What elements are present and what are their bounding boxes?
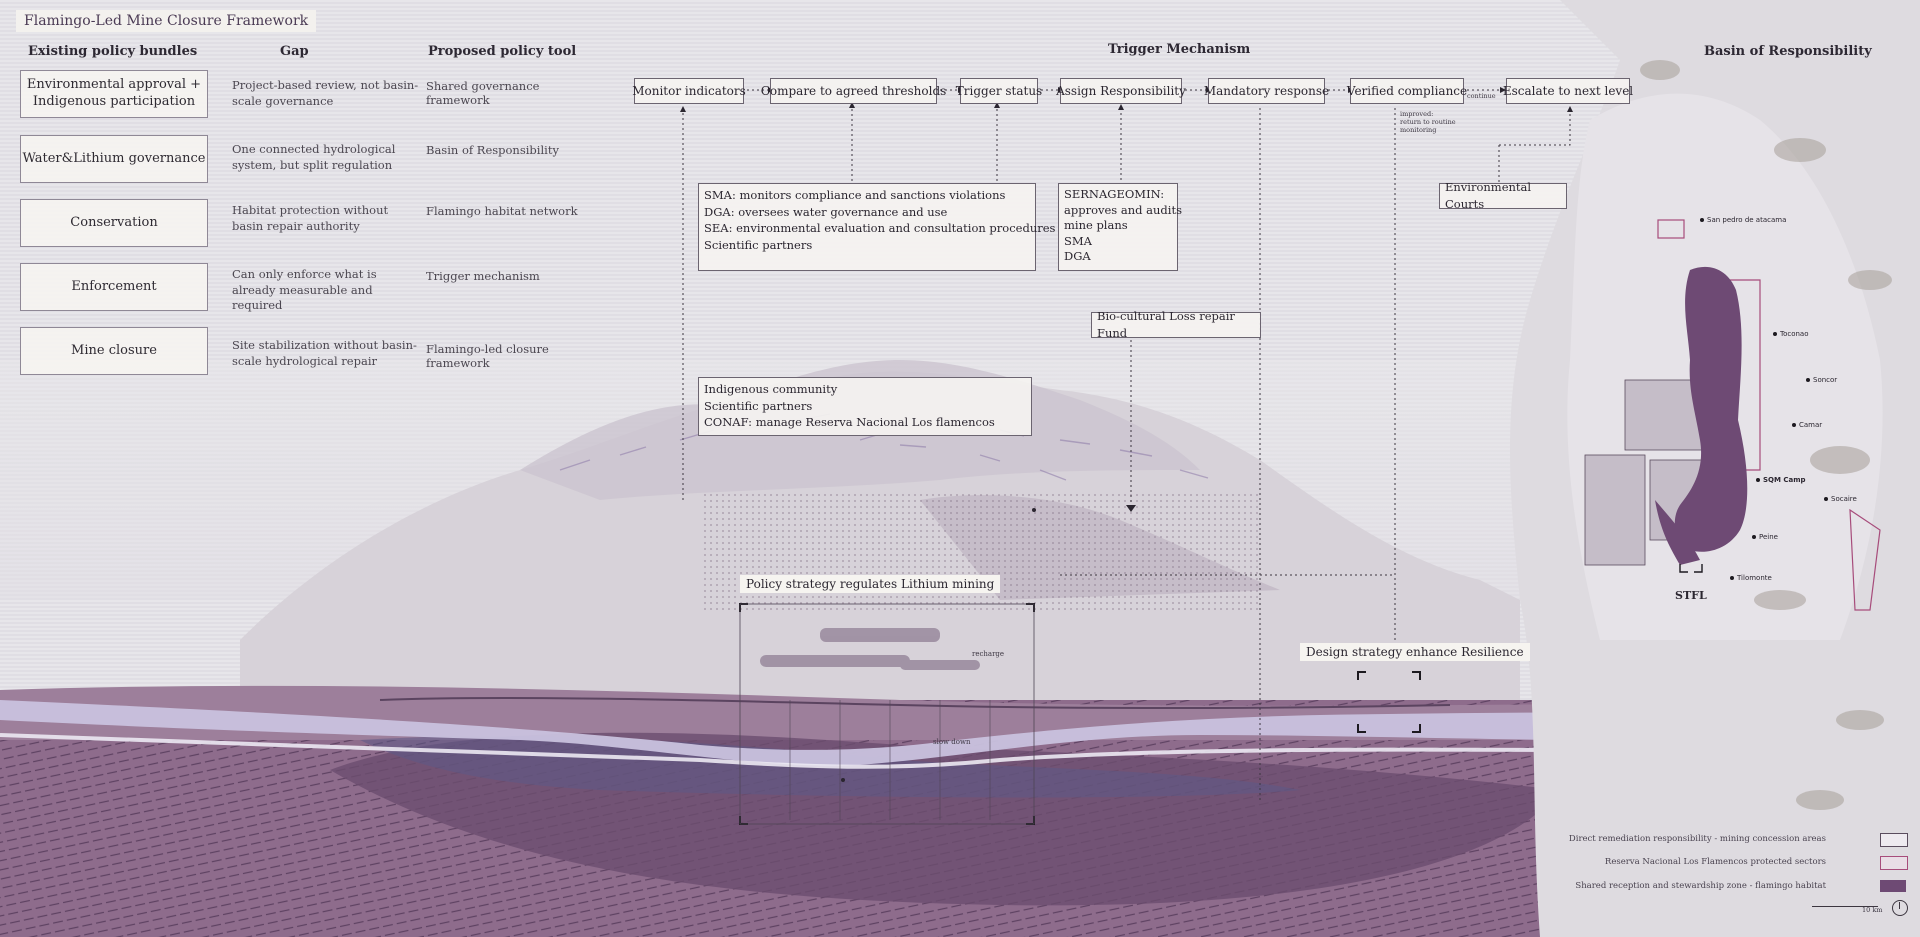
step-assign-responsibility: Assign Responsibility bbox=[1056, 78, 1186, 104]
town-dot-icon bbox=[1730, 576, 1734, 580]
town-dot-icon bbox=[1700, 218, 1704, 222]
courts-box: Environmental Courts bbox=[1439, 180, 1567, 211]
gap-enforcement: Can only enforce what is already measura… bbox=[232, 267, 377, 313]
header-gap: Gap bbox=[280, 44, 309, 59]
town-tilomonte: Tilomonte bbox=[1730, 574, 1772, 582]
slow-down-note: slow down bbox=[933, 738, 971, 746]
legend-reserve: Reserva Nacional Los Flamencos protected… bbox=[1604, 857, 1826, 867]
sernageomin-line: approves and audits bbox=[1064, 202, 1182, 217]
tool-conservation: Flamingo habitat network bbox=[426, 204, 578, 218]
sernageomin-line: DGA bbox=[1064, 249, 1091, 264]
town-soncor: Soncor bbox=[1806, 376, 1837, 384]
community-line: CONAF: manage Reserva Nacional Los flame… bbox=[704, 415, 995, 430]
town-dot-icon bbox=[1792, 423, 1796, 427]
town-dot-icon bbox=[1756, 478, 1760, 482]
bundle-water-lithium: Water&Lithium governance bbox=[20, 135, 208, 183]
community-line: Indigenous community bbox=[704, 382, 838, 396]
sernageomin-box: SERNAGEOMIN: approves and audits mine pl… bbox=[1058, 183, 1182, 271]
town-toconao: Toconao bbox=[1773, 330, 1809, 338]
header-proposed-tool: Proposed policy tool bbox=[428, 44, 577, 59]
header-trigger-mechanism: Trigger Mechanism bbox=[1108, 42, 1251, 57]
step-mandatory-response: Mandatory response bbox=[1204, 78, 1329, 104]
gap-environmental-approval: Project-based review, not basin-scale go… bbox=[232, 78, 419, 108]
town-dot-icon bbox=[1806, 378, 1810, 382]
agency-line: DGA: oversees water governance and use bbox=[704, 204, 948, 219]
town-socaire: Socaire bbox=[1824, 495, 1857, 503]
community-line: Scientific partners bbox=[704, 398, 813, 413]
tool-water-lithium: Basin of Responsibility bbox=[426, 143, 559, 157]
bundle-mine-closure: Mine closure bbox=[20, 327, 208, 375]
gap-water-lithium: One connected hydrological system, but s… bbox=[232, 142, 396, 172]
north-arrow-icon bbox=[1892, 900, 1908, 916]
legend-habitat: Shared reception and stewardship zone - … bbox=[1575, 881, 1826, 891]
header-existing-bundles: Existing policy bundles bbox=[28, 44, 198, 59]
gap-mine-closure: Site stabilization without basin-scale h… bbox=[232, 338, 417, 368]
bundle-conservation: Conservation bbox=[20, 199, 208, 247]
town-sqm-camp: SQM Camp bbox=[1756, 476, 1806, 484]
sernageomin-line: SMA bbox=[1064, 233, 1092, 248]
legend-reserve-swatch bbox=[1880, 856, 1908, 870]
legend-habitat-swatch bbox=[1880, 880, 1906, 892]
town-san-pedro: San pedro de atacama bbox=[1700, 216, 1786, 224]
scale-label: 10 km bbox=[1862, 906, 1883, 914]
policy-strategy-label: Policy strategy regulates Lithium mining bbox=[740, 575, 1001, 593]
agency-line: SEA: environmental evaluation and consul… bbox=[704, 221, 1056, 236]
town-dot-icon bbox=[1752, 535, 1756, 539]
step-verified-compliance: Verified compliance bbox=[1347, 78, 1467, 104]
tool-mine-closure: Flamingo-led closure framework bbox=[426, 342, 549, 370]
town-dot-icon bbox=[1824, 497, 1828, 501]
header-basin-responsibility: Basin of Responsibility bbox=[1704, 44, 1872, 59]
tool-enforcement: Trigger mechanism bbox=[426, 269, 540, 283]
recharge-note: recharge bbox=[972, 650, 1005, 658]
agency-line: Scientific partners bbox=[704, 238, 813, 253]
step-trigger-status: Trigger status bbox=[956, 78, 1042, 104]
gap-conservation: Habitat protection without basin repair … bbox=[232, 203, 389, 233]
agencies-box: SMA: monitors compliance and sanctions v… bbox=[698, 183, 1056, 271]
town-peine: Peine bbox=[1752, 533, 1778, 541]
step-escalate: Escalate to next level bbox=[1503, 78, 1633, 104]
scale-bar bbox=[1812, 906, 1878, 907]
fund-box: Bio-cultural Loss repair Fund bbox=[1091, 309, 1261, 340]
step-monitor-indicators: Monitor indicators bbox=[632, 78, 746, 104]
agency-line: SMA: monitors compliance and sanctions v… bbox=[704, 188, 1006, 202]
sernageomin-line: mine plans bbox=[1064, 218, 1128, 233]
town-dot-icon bbox=[1773, 332, 1777, 336]
town-camar: Camar bbox=[1792, 421, 1822, 429]
page-title: Flamingo-Led Mine Closure Framework bbox=[16, 10, 317, 32]
continue-note: continue bbox=[1467, 92, 1496, 100]
legend-concession: Direct remediation responsibility - mini… bbox=[1568, 834, 1826, 844]
community-box: Indigenous community Scientific partners… bbox=[698, 377, 1032, 436]
step-compare-thresholds: Compare to agreed thresholds bbox=[761, 78, 946, 104]
tool-environmental-approval: Shared governance framework bbox=[426, 79, 540, 107]
legend-concession-swatch bbox=[1880, 833, 1908, 847]
bundle-enforcement: Enforcement bbox=[20, 263, 208, 311]
bundle-environmental-approval: Environmental approval + Indigenous part… bbox=[20, 70, 208, 118]
design-strategy-label: Design strategy enhance Resilience bbox=[1300, 643, 1530, 661]
improved-note: improved: return to routine monitoring bbox=[1400, 110, 1456, 135]
site-label: STFL bbox=[1675, 589, 1707, 602]
sernageomin-line: SERNAGEOMIN: bbox=[1064, 187, 1165, 201]
